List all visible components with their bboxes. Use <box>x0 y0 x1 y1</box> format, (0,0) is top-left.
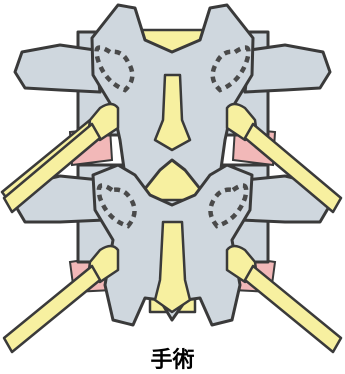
caption: 手術 <box>0 348 345 374</box>
lower-right-nerve-stem <box>245 266 341 352</box>
upper-right-transverse-process <box>245 45 330 92</box>
lower-left-nerve-stem <box>4 266 100 352</box>
lumbar-spine-surgery-diagram <box>0 0 345 365</box>
upper-left-transverse-process <box>15 45 100 92</box>
